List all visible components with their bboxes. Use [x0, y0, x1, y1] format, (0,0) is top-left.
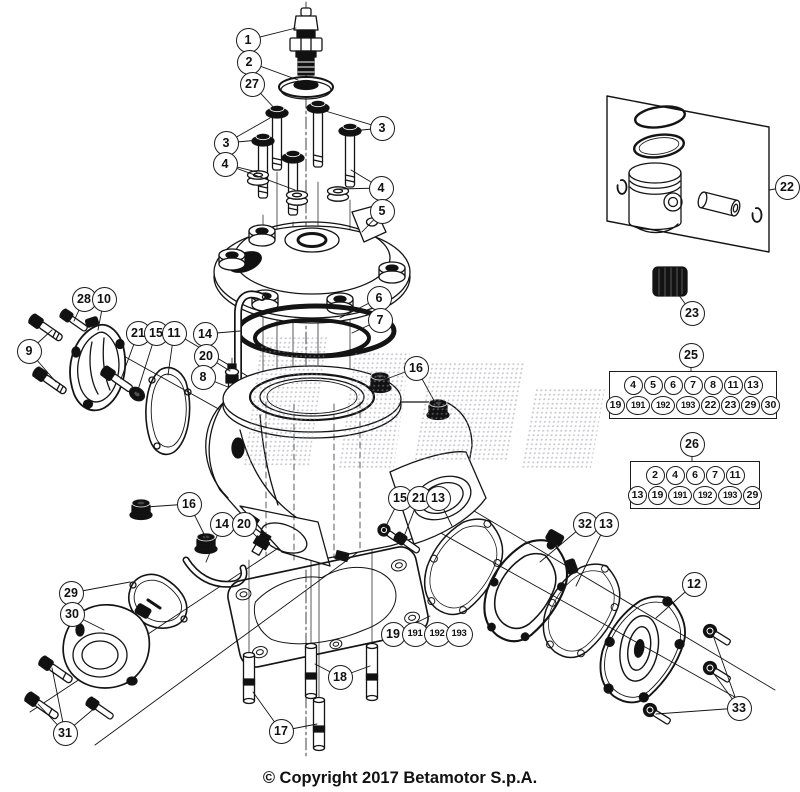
hose-lower — [182, 556, 248, 588]
callout-26: 26 — [679, 431, 705, 457]
group-item-192: 192 — [651, 395, 675, 415]
callout-3: 3 — [213, 130, 239, 156]
group-item-30: 30 — [761, 395, 780, 415]
group-item-13: 13 — [628, 485, 647, 505]
callout-14: 14 — [209, 511, 235, 537]
head-bolts — [251, 99, 362, 216]
valve-cover-left — [69, 316, 126, 412]
callout-193: 193 — [445, 621, 473, 647]
group-item-5: 5 — [643, 375, 663, 395]
group-item-23: 23 — [721, 395, 740, 415]
group-item-192: 192 — [693, 485, 717, 505]
callout-31: 31 — [52, 720, 78, 746]
callout-18: 18 — [327, 664, 353, 690]
breather-pipe — [234, 290, 267, 509]
pv-bolts — [24, 655, 114, 720]
callout-30: 30 — [59, 601, 85, 627]
knurled-cap — [652, 266, 688, 297]
piston-kit-panel — [606, 95, 770, 253]
group-item-4: 4 — [623, 375, 643, 395]
callout-16: 16 — [403, 355, 429, 381]
group-item-193: 193 — [676, 395, 700, 415]
group-item-22: 22 — [701, 395, 720, 415]
group-item-29: 29 — [743, 485, 762, 505]
callout-33: 33 — [726, 695, 752, 721]
callout-4: 4 — [212, 151, 238, 177]
callout-13: 13 — [593, 511, 619, 537]
studs — [242, 642, 379, 752]
group-item-193: 193 — [718, 485, 742, 505]
callout-1: 1 — [235, 27, 261, 53]
group-item-2: 2 — [645, 465, 665, 485]
callout-5: 5 — [369, 198, 395, 224]
callout-27: 27 — [239, 71, 265, 97]
watermark — [413, 362, 525, 460]
callout-17: 17 — [268, 718, 294, 744]
outer-cover — [583, 580, 702, 716]
group-item-19: 19 — [648, 485, 667, 505]
group-item-11: 11 — [725, 465, 745, 485]
callout-11: 11 — [161, 320, 187, 346]
callout-22: 22 — [774, 174, 800, 200]
callout-7: 7 — [367, 307, 393, 333]
callout-3: 3 — [369, 115, 395, 141]
callout-9: 9 — [16, 338, 42, 364]
group-item-8: 8 — [703, 375, 723, 395]
callout-29: 29 — [58, 580, 84, 606]
callout-8: 8 — [190, 364, 216, 390]
callout-12: 12 — [681, 571, 707, 597]
callout-20: 20 — [231, 511, 257, 537]
copyright-text: © Copyright 2017 Betamotor S.p.A. — [262, 769, 538, 787]
callout-2: 2 — [236, 49, 262, 75]
reed-gasket-2 — [528, 549, 635, 670]
callout-6: 6 — [366, 285, 392, 311]
group-item-19: 19 — [606, 395, 625, 415]
callout-25: 25 — [678, 342, 704, 368]
callout-23: 23 — [679, 300, 705, 326]
callout-4: 4 — [368, 175, 394, 201]
group-item-191: 191 — [626, 395, 650, 415]
group-item-7: 7 — [683, 375, 703, 395]
pv-cover-assembly — [62, 598, 162, 689]
group-item-13: 13 — [743, 375, 763, 395]
fitting-lower — [251, 531, 272, 556]
callout-16: 16 — [176, 491, 202, 517]
callout-19: 19 — [380, 621, 406, 647]
group-item-6: 6 — [663, 375, 683, 395]
callout-32: 32 — [572, 511, 598, 537]
group-item-29: 29 — [741, 395, 760, 415]
left-bolts — [28, 308, 146, 402]
callout-10: 10 — [91, 286, 117, 312]
group-item-4: 4 — [665, 465, 685, 485]
spark-plug — [289, 7, 323, 76]
group-item-7: 7 — [705, 465, 725, 485]
group-item-6: 6 — [685, 465, 705, 485]
group-item-191: 191 — [668, 485, 692, 505]
spark-plug-washer — [278, 76, 334, 100]
valve-frame — [467, 524, 584, 655]
valve-cover-gasket-left — [145, 366, 192, 456]
group-item-11: 11 — [723, 375, 743, 395]
callout-13: 13 — [425, 485, 451, 511]
callout-14: 14 — [192, 321, 218, 347]
right-screws — [377, 523, 421, 554]
watermark — [520, 388, 606, 468]
